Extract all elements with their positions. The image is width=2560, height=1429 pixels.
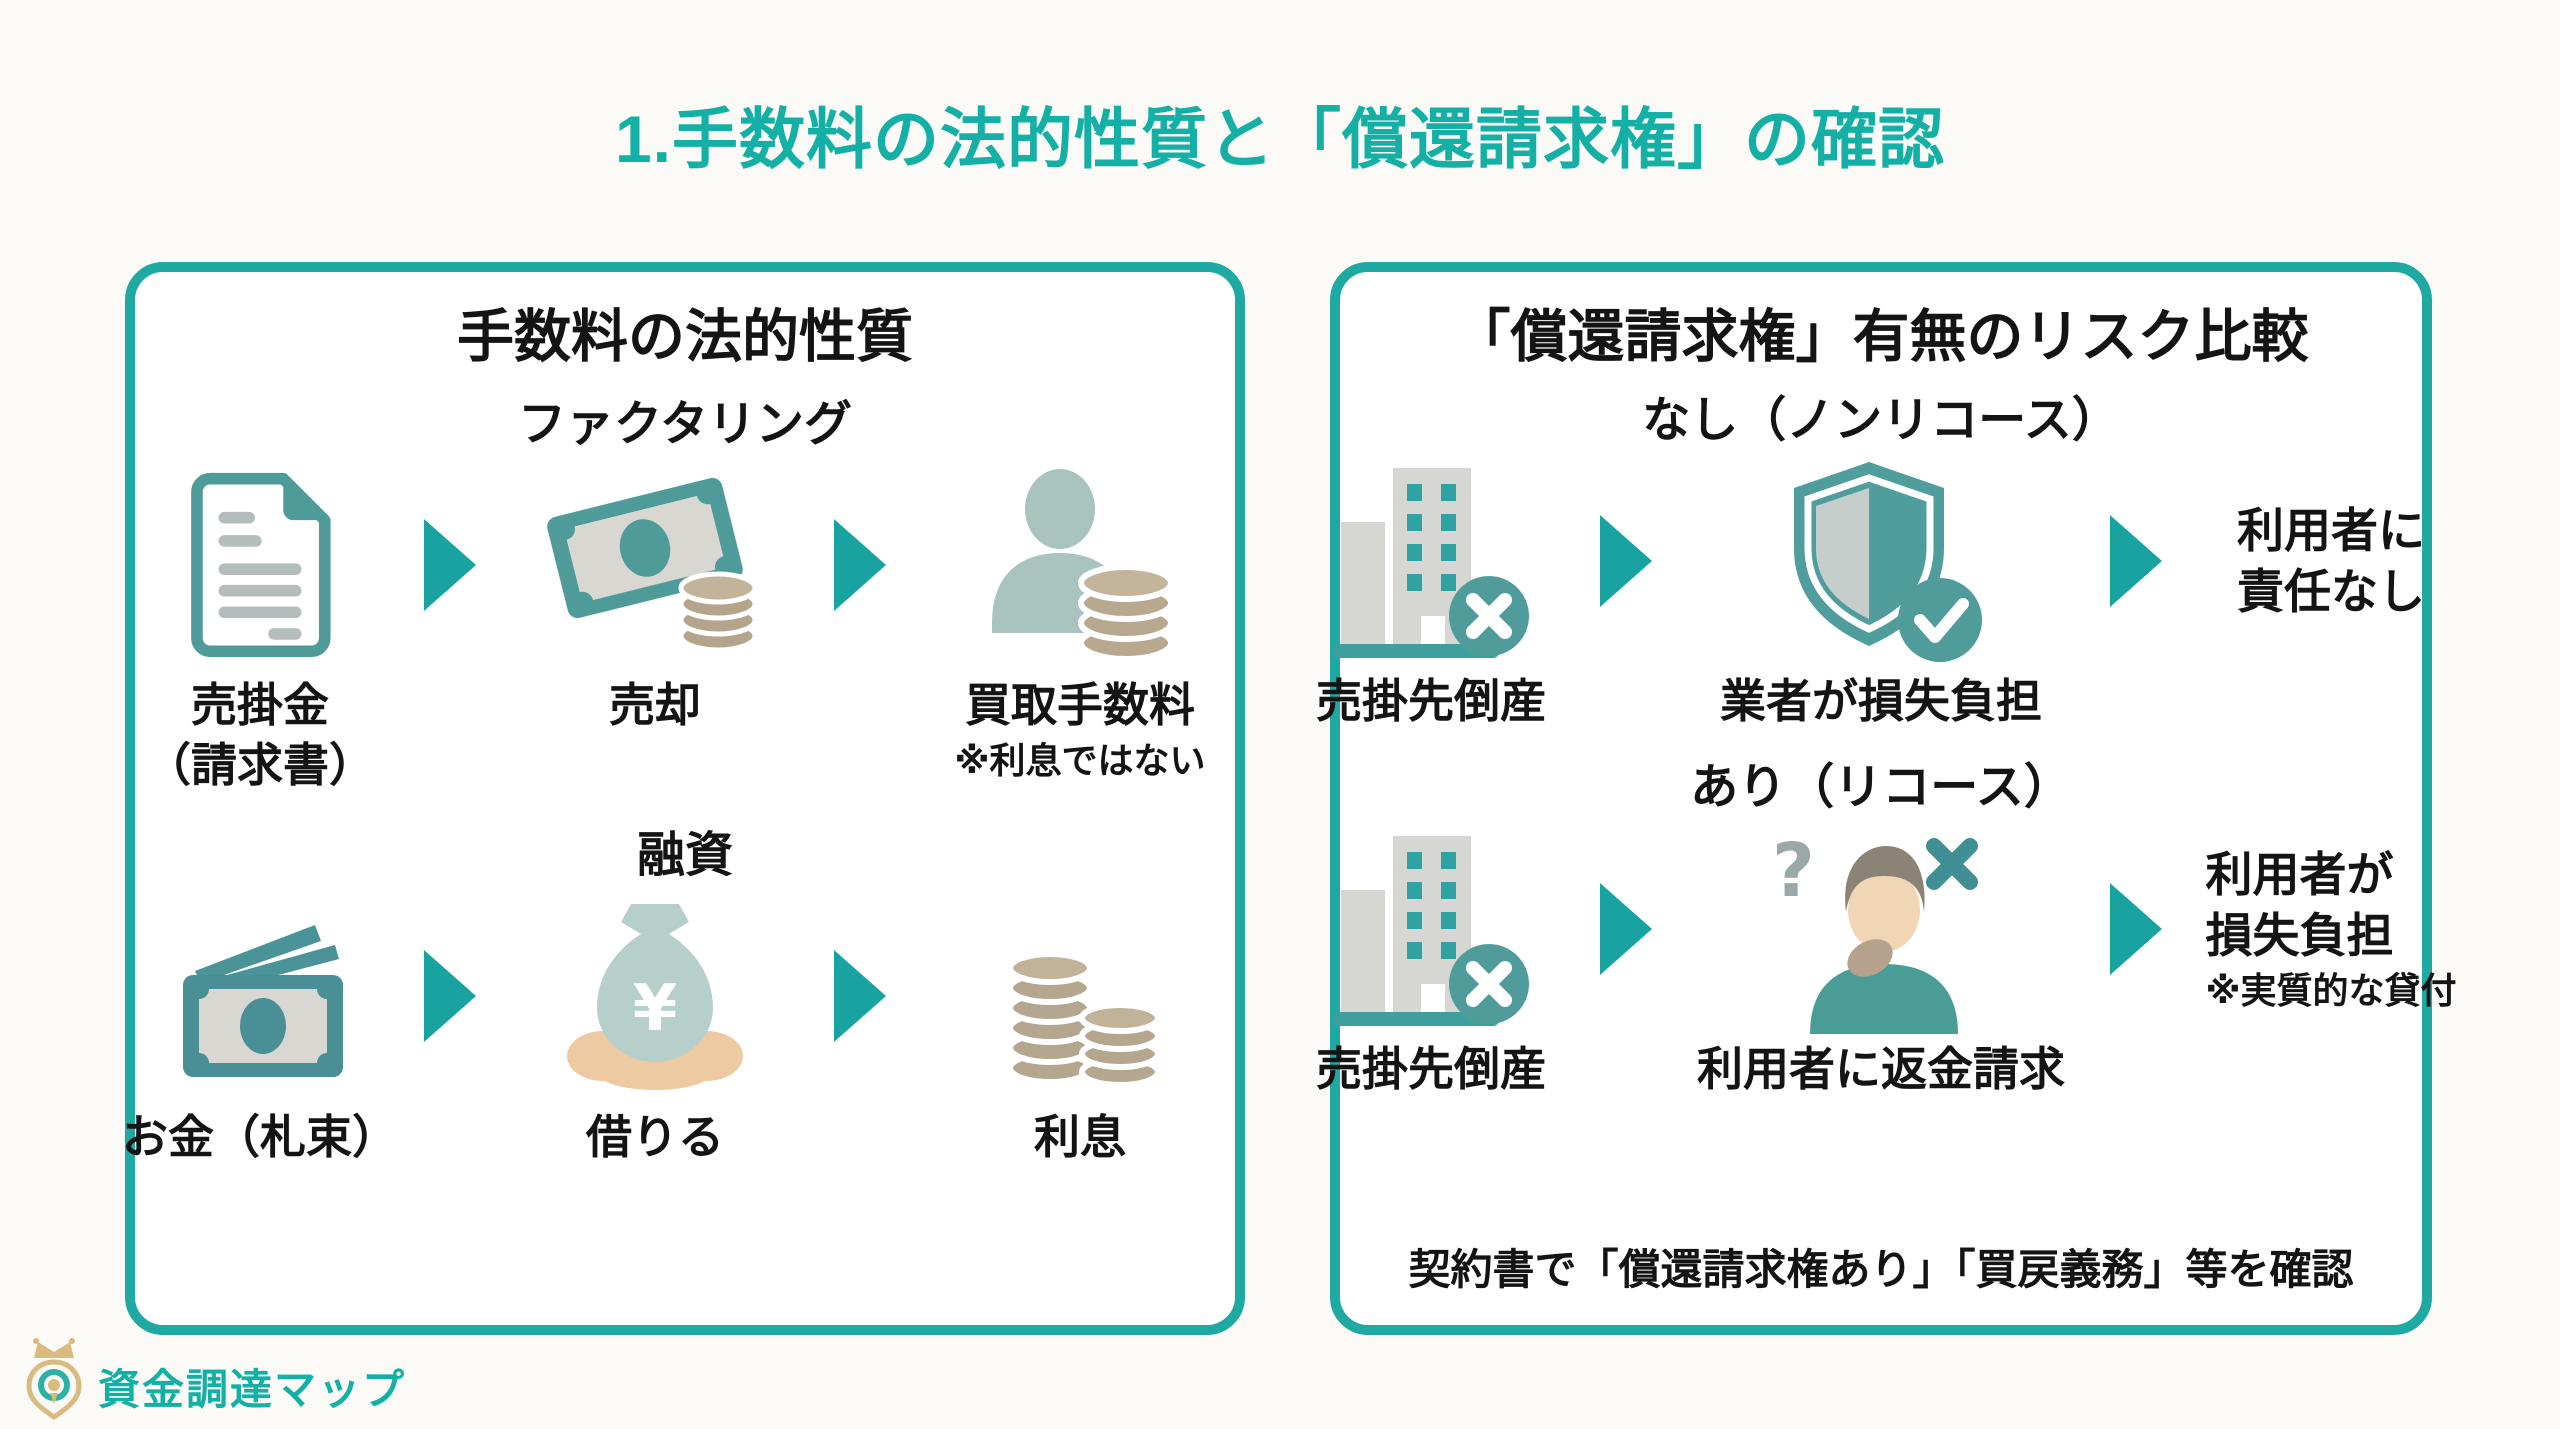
money-bag-icon: ¥ [555,889,755,1104]
step-label: 売掛先倒産 [1316,675,1546,728]
panel-fee-legal-nature: 手数料の法的性質 ファクタリング [122,262,1245,1335]
arrow-right-icon [1600,821,1652,1036]
svg-text:?: ? [1772,828,1815,914]
contract-check-note: 契約書で「償還請求権あり」「買戻義務」等を確認 [1408,1245,2354,1293]
arrow-right-icon [1600,453,1652,668]
heading-factoring: ファクタリング [517,397,853,451]
step-debtor-bankruptcy: 売掛先倒産 [1276,453,1586,732]
recourse-flow-row: 売掛先倒産 ? 利用者に返金請求 [1276,821,2486,1100]
shield-check-icon [1776,453,1986,668]
brand-logo: 資金調達マップ [24,1336,406,1425]
heading-non-recourse: なし（ノンリコース） [1642,393,2120,447]
arrow-right-icon [834,457,886,672]
invoice-document-icon [177,457,343,672]
step-receivable: 売掛金 （請求書） [110,457,410,796]
step-provider-loss: 業者が損失負担 [1666,453,2096,732]
factoring-flow-row: 売掛金 （請求書） [110,457,1260,796]
step-refund-demand: ? 利用者に返金請求 [1666,821,2096,1100]
banknote-coins-icon [540,457,770,672]
step-label: 買取手数料 [965,679,1195,732]
step-label: 売掛金 （請求書） [145,679,375,792]
non-recourse-flow-row: 売掛先倒産 業者が損失負担 [1276,453,2486,732]
heading-loan: 融資 [636,829,733,883]
arrow-right-icon [834,889,886,1104]
map-pin-crown-icon [24,1336,84,1425]
step-note: ※利息ではない [954,740,1206,782]
step-label: 借りる [586,1110,724,1163]
panel-recourse-risk: 「償還請求権」有無のリスク比較 なし（ノンリコース） [1316,262,2457,1335]
step-label: 業者が損失負担 [1720,675,2042,728]
bankrupt-building-icon [1329,453,1534,668]
result-text-box: 利用者に 責任なし [2237,453,2425,668]
step-cash: お金（札束） [110,889,410,1168]
step-label: 利用者に返金請求 [1697,1043,2065,1096]
worried-person-icon: ? [1764,821,1999,1036]
coin-stacks-icon [990,889,1170,1104]
step-label: 売掛先倒産 [1316,1043,1546,1096]
step-interest: 利息 [900,889,1260,1168]
svg-text:¥: ¥ [633,972,678,1046]
arrow-right-icon [2110,453,2162,668]
left-panel-title: 手数料の法的性質 [457,305,913,369]
step-sale: 売却 [490,457,820,736]
result-text-box: 利用者が 損失負担 ※実質的な貸付 [2206,821,2457,1036]
step-label: お金（札束） [122,1110,398,1163]
arrow-right-icon [424,889,476,1104]
arrow-right-icon [2110,821,2162,1036]
right-panel-title: 「償還請求権」有無のリスク比較 [1453,305,2309,369]
step-debtor-bankruptcy: 売掛先倒産 [1276,821,1586,1100]
step-label: 利息 [1034,1110,1126,1163]
step-purchase-fee: 買取手数料 ※利息ではない [900,457,1260,783]
brand-logo-text: 資金調達マップ [98,1366,407,1413]
step-borrow: ¥ 借りる [490,889,820,1168]
money-bills-icon [165,889,355,1104]
person-coins-icon [980,457,1180,672]
step-label: 売却 [609,679,701,732]
arrow-right-icon [424,457,476,672]
step-user-no-liability: 利用者に 責任なし [2176,453,2486,668]
result-text: 利用者が 損失負担 [2205,847,2394,963]
step-user-loss: 利用者が 損失負担 ※実質的な貸付 [2176,821,2486,1036]
bankrupt-building-icon [1329,821,1534,1036]
loan-flow-row: お金（札束） ¥ 借りる [110,889,1260,1168]
result-note: ※実質的な貸付 [2205,970,2457,1012]
page-title: 1.手数料の法的性質と「償還請求権」の確認 [614,102,1946,176]
result-text: 利用者に 責任なし [2237,503,2425,618]
heading-recourse: あり（リコース） [1690,761,2072,815]
